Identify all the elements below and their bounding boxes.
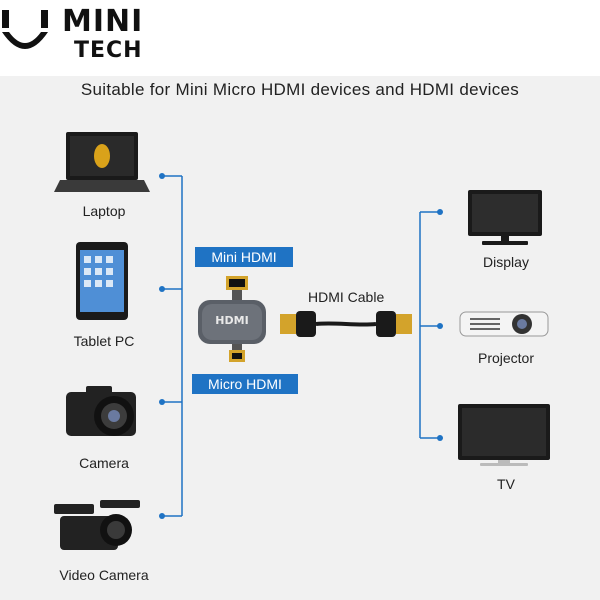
left-connector-dots <box>159 173 165 519</box>
device-label-laptop: Laptop <box>82 203 126 219</box>
device-label-camera: Camera <box>79 455 129 471</box>
adapter-body-label: HDMI <box>215 314 249 327</box>
right-connector-lines <box>419 211 440 439</box>
hdmi-cable-icon <box>280 311 412 337</box>
video-camera-icon <box>54 500 140 550</box>
camera-icon <box>66 386 136 436</box>
brand-name-line2: TECH <box>74 38 143 63</box>
display-icon <box>468 190 542 245</box>
hdmi-cable-label: HDMI Cable <box>308 289 385 305</box>
device-label-tv: TV <box>497 476 515 492</box>
laptop-icon <box>54 132 150 192</box>
device-label-projector: Projector <box>477 350 535 366</box>
adapter-icon <box>198 276 266 362</box>
mini-hdmi-badge: Mini HDMI <box>195 247 293 267</box>
tablet-icon <box>76 242 128 320</box>
device-label-tablet: Tablet PC <box>73 333 135 349</box>
left-connector-lines <box>162 175 183 517</box>
right-connector-dots <box>437 209 443 441</box>
tv-icon <box>458 404 550 466</box>
micro-hdmi-badge: Micro HDMI <box>192 374 298 394</box>
headline: Suitable for Mini Micro HDMI devices and… <box>80 80 520 99</box>
header: MINI TECH <box>0 0 600 76</box>
brand-name-line1: MINI <box>62 4 144 39</box>
device-label-display: Display <box>483 254 529 270</box>
device-label-video-camera: Video Camera <box>59 567 149 583</box>
brand-logo-icon <box>2 10 48 49</box>
projector-icon <box>459 311 549 337</box>
